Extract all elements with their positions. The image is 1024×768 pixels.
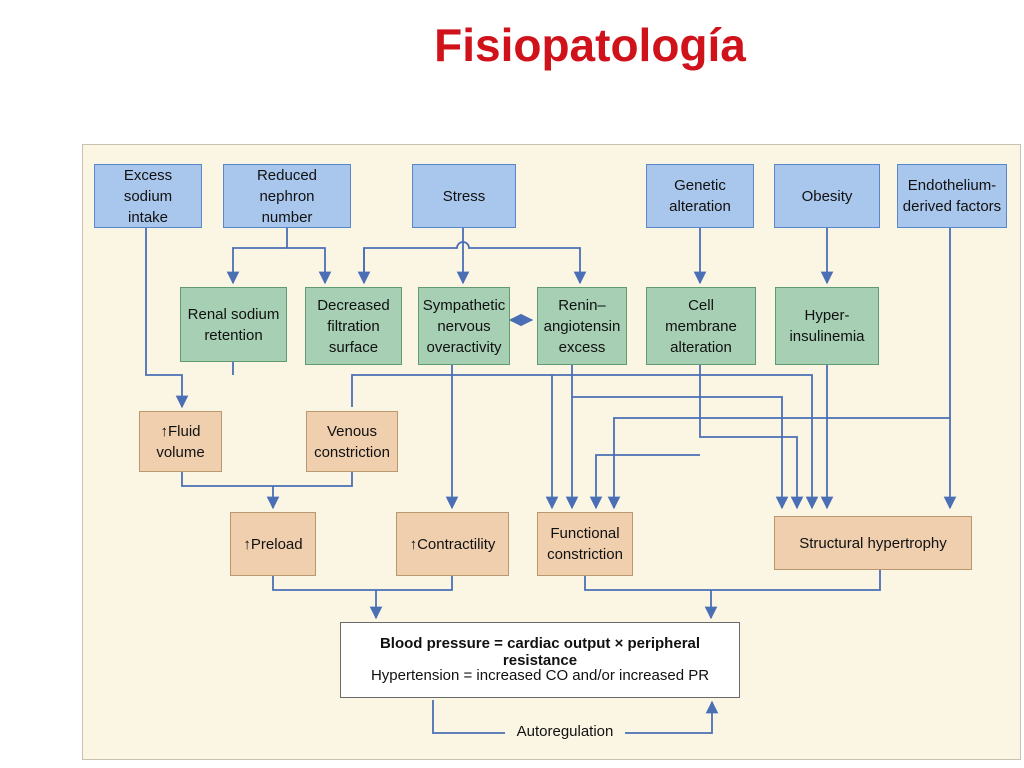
node-obesity: Obesity <box>774 164 880 228</box>
arrow-autoregulation-return <box>625 700 719 734</box>
arrow-renin-to-structural <box>572 396 789 510</box>
page-title: Fisiopatología <box>434 19 746 71</box>
node-renal-sodium-retention: Renal sodium retention <box>180 287 287 362</box>
equation-line-2: Hypertension = increased CO and/or incre… <box>370 667 710 684</box>
node-structural-hypertrophy: Structural hypertrophy <box>774 516 972 570</box>
arrow-cell-to-functional <box>589 454 700 510</box>
node-endothelium: Endothelium- derived factors <box>897 164 1007 228</box>
arrow-stress-to-filtration <box>363 241 587 285</box>
node-preload: ↑Preload <box>230 512 316 576</box>
node-functional-constriction: Functional constriction <box>537 512 633 576</box>
node-sympathetic-overactivity: Sympathetic nervous overactivity <box>418 287 510 365</box>
node-cell-membrane: Cell membrane alteration <box>646 287 756 365</box>
arrow-cardiac-to-bp <box>272 576 453 591</box>
arrow-nephron-to-filtration <box>287 247 332 285</box>
node-stress: Stress <box>412 164 516 228</box>
autoregulation-label: Autoregulation <box>505 723 625 743</box>
arrow-sympathetic-to-venous <box>351 374 819 510</box>
arrow-endothelium-to-functional <box>607 417 950 510</box>
node-fluid-volume: ↑Fluid volume <box>139 411 222 472</box>
node-renin-angiotensin: Renin– angiotensin excess <box>537 287 627 365</box>
arrow-cell-to-structural <box>699 365 804 510</box>
node-genetic-alteration: Genetic alteration <box>646 164 754 228</box>
node-contractility: ↑Contractility <box>396 512 509 576</box>
node-venous-constriction: Venous constriction <box>306 411 398 472</box>
node-reduced-nephron: Reduced nephron number <box>223 164 351 228</box>
node-excess-sodium: Excess sodium intake <box>94 164 202 228</box>
arrow-nephron-split <box>226 228 288 285</box>
arrow-fluid-venous-to-preload <box>181 472 353 487</box>
arrow-resistance-to-bp <box>584 570 881 591</box>
blood-pressure-equation: Blood pressure = cardiac output × periph… <box>340 622 740 698</box>
arrow-autoregulation <box>432 700 505 734</box>
equation-line-1: Blood pressure = cardiac output × periph… <box>379 635 701 669</box>
node-hyperinsulinemia: Hyper- insulinemia <box>775 287 879 365</box>
node-decreased-filtration: Decreased filtration surface <box>305 287 402 365</box>
arrow-sodium-to-fluid <box>145 228 189 409</box>
